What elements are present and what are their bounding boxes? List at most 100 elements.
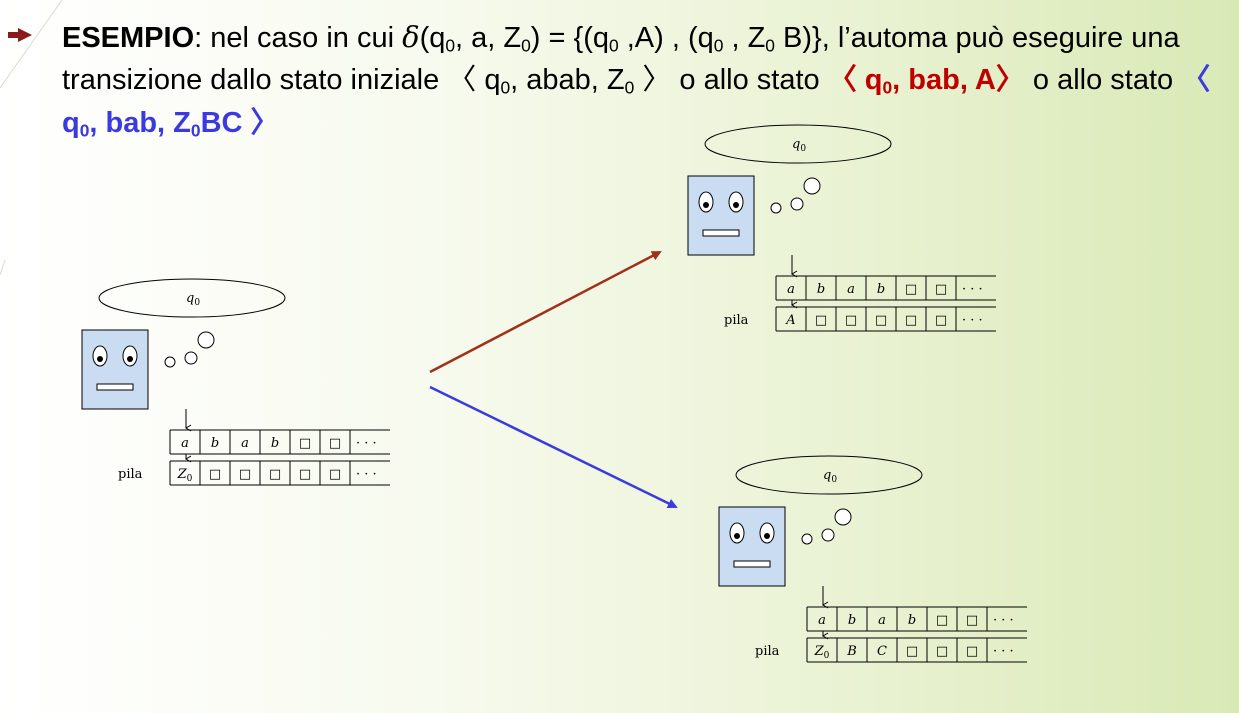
initial-bubble-large	[197, 331, 215, 349]
bottom-tape-cell: a	[878, 613, 886, 628]
bottom-tape-cell: □	[966, 613, 978, 628]
initial-tape-cell: a	[181, 436, 189, 451]
bottom-stack-cell: · · ·	[993, 644, 1014, 659]
initial-state-label: q0	[186, 291, 200, 308]
bottom-bubble-small	[801, 533, 813, 545]
top-tape-cell: a	[787, 282, 795, 297]
initial-bubble-medium	[184, 351, 198, 365]
initial-tape-cell: b	[211, 436, 219, 451]
subscript: 0	[882, 77, 893, 98]
bottom-pupil	[734, 533, 740, 539]
bottom-stack-cell: Z0	[814, 644, 830, 661]
initial-mouth	[96, 383, 134, 391]
blue-state-part: BC 〉	[200, 106, 280, 139]
top-stack-label: pila	[724, 313, 749, 328]
subscript: 0	[713, 35, 724, 56]
bottom-tape-cell: a	[818, 613, 826, 628]
bottom-stack-cell: B	[846, 644, 857, 659]
text-part: (q	[419, 22, 446, 54]
initial-thought-bubble	[98, 278, 286, 318]
top-tape-cell: a	[847, 282, 855, 297]
top-tape-cell: · · ·	[962, 282, 983, 297]
subscript: 0	[445, 35, 456, 56]
subscript: 0	[521, 35, 531, 56]
initial-stack-label: pila	[118, 467, 143, 482]
bottom-stack-cell: □	[906, 644, 918, 659]
initial-tape-cell: □	[329, 436, 341, 451]
text-part: o allo stato	[1024, 64, 1182, 97]
subscript: 0	[190, 120, 201, 141]
initial-stack-cell: · · ·	[356, 467, 377, 482]
top-stack-cell: □	[905, 313, 917, 328]
bottom-bubble-large	[834, 508, 852, 526]
initial-bubble-small	[164, 356, 176, 368]
top-state-label: q0	[792, 137, 806, 154]
initial-tape-cell: b	[271, 436, 279, 451]
example-label: ESEMPIO	[62, 22, 195, 54]
initial-stack-cell: Z0	[177, 467, 193, 484]
top-bubble-small	[770, 202, 782, 214]
initial-stack-cell: □	[299, 467, 311, 482]
top-tape-cell: □	[905, 282, 917, 297]
bottom-tape-cell: □	[936, 613, 948, 628]
top-tape-cell: b	[877, 282, 885, 297]
top-stack-cell: · · ·	[962, 313, 983, 328]
top-stack-cell: □	[815, 313, 827, 328]
bottom-mouth	[733, 560, 771, 568]
subscript: 0	[500, 77, 511, 98]
top-thought-bubble	[704, 124, 892, 164]
top-face-box	[687, 175, 755, 256]
bottom-tape-cell: b	[848, 613, 856, 628]
blue-state-part: 〈 q	[62, 64, 1211, 139]
initial-tape-cell: a	[241, 436, 249, 451]
top-stack-cell: □	[845, 313, 857, 328]
text-part: 〉 o allo stato	[634, 64, 828, 97]
bottom-face-box	[718, 506, 786, 587]
bottom-stack-cell: C	[877, 644, 887, 659]
text-part: ) = {(q	[530, 22, 609, 54]
bottom-pupil	[764, 533, 770, 539]
blue-state-part: , bab, Z	[89, 106, 191, 139]
top-mouth	[702, 229, 740, 237]
top-stack-cell: □	[935, 313, 947, 328]
bottom-stack-cell: □	[966, 644, 978, 659]
bottom-stack-label: pila	[755, 644, 780, 659]
initial-stack-cell: □	[269, 467, 281, 482]
subscript: 0	[624, 77, 635, 98]
red-state-part: 〈 q	[827, 64, 883, 97]
subscript: 0	[765, 35, 775, 56]
initial-stack-cell: □	[209, 467, 221, 482]
top-stack-cell: A	[785, 313, 795, 328]
top-pupil	[733, 202, 739, 208]
red-state: 〈 q0, bab, A〉	[827, 64, 1025, 98]
blue-state: 〈 q0, bab, Z0BC 〉	[62, 64, 1211, 141]
initial-stack-cell: □	[329, 467, 341, 482]
initial-face-box	[81, 329, 149, 410]
example-paragraph: ESEMPIO: nel caso in cui δ(q0, a, Z0) = …	[62, 20, 1222, 148]
top-bubble-medium	[790, 197, 804, 211]
top-pupil	[703, 202, 709, 208]
initial-pupil	[127, 356, 133, 362]
delta-symbol: δ	[402, 20, 420, 54]
red-state-part: , bab, A〉	[892, 64, 1025, 97]
text-part: , a, Z	[455, 22, 522, 54]
text-part: , abab, Z	[510, 64, 625, 97]
initial-tape-cell: □	[299, 436, 311, 451]
top-tape-cell: □	[935, 282, 947, 297]
bottom-bubble-medium	[821, 528, 835, 542]
initial-pupil	[97, 356, 103, 362]
bottom-tape-cell: · · ·	[993, 613, 1014, 628]
text-part: nel caso in cui	[202, 22, 403, 54]
transition-arrow-top	[429, 250, 662, 374]
subscript: 0	[79, 120, 90, 141]
transition-arrow-bottom	[429, 385, 678, 509]
initial-tape-cell: · · ·	[356, 436, 377, 451]
bullet-arrow-icon	[8, 28, 32, 42]
bottom-state-label: q0	[823, 468, 837, 485]
subscript: 0	[608, 35, 619, 56]
